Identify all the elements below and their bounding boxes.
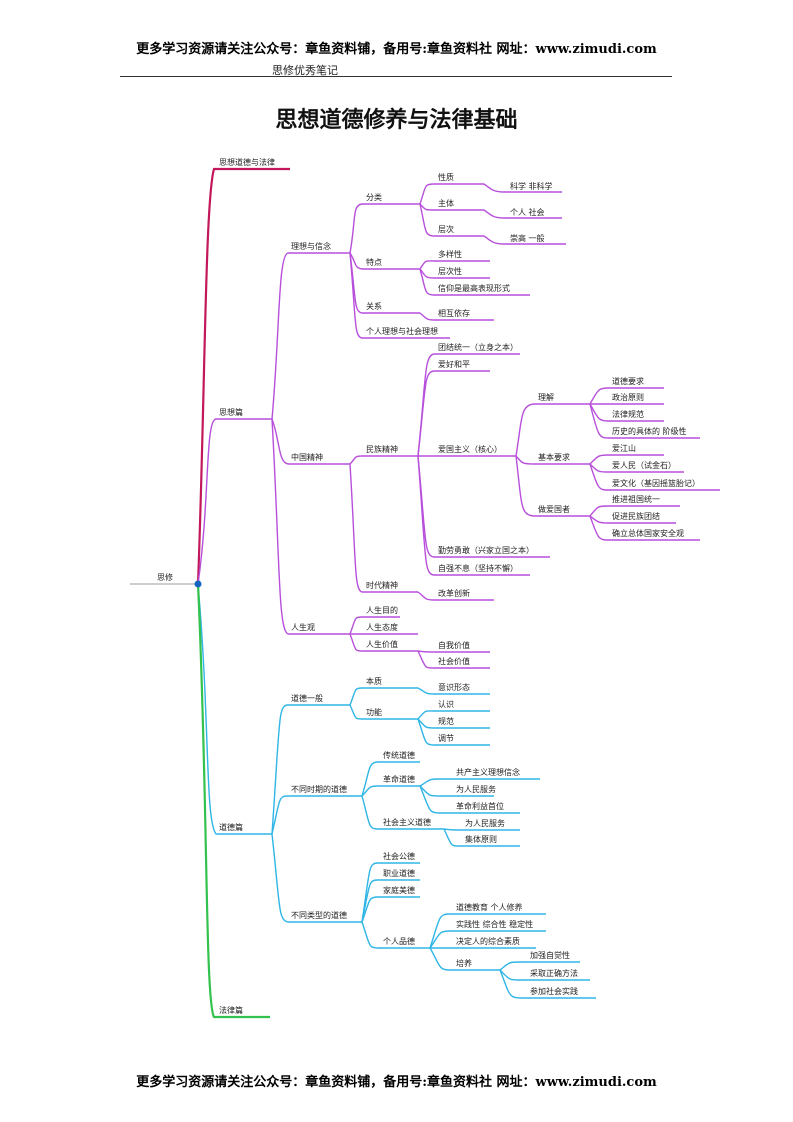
- node-science: 科学 非科学: [510, 181, 553, 191]
- node-level: 层次: [438, 224, 454, 234]
- node-love-country: 爱江山: [612, 443, 636, 453]
- node-historical: 历史的具体的 阶级性: [612, 426, 687, 436]
- node-national-spirit: 民族精神: [366, 444, 398, 454]
- document-title: 思想道德修养与法律基础: [275, 108, 518, 133]
- node-collectivism: 集体原则: [465, 834, 497, 844]
- page-footer: 更多学习资源请关注公众号：章鱼资料铺，备用号:章鱼资料社 网址：www.zimu…: [136, 1075, 657, 1090]
- node-social-practice: 参加社会实践: [530, 986, 578, 996]
- node-moral-req: 道德要求: [612, 376, 644, 386]
- node-self-aware: 加强自觉性: [530, 950, 570, 960]
- node-faith-highest: 信仰是最高表现形式: [438, 283, 510, 293]
- node-revolution-first: 革命利益首位: [456, 801, 504, 811]
- node-patriotism: 爱国主义（核心）: [438, 444, 502, 454]
- node-life-value: 人生价值: [366, 639, 398, 649]
- node-love-culture: 爱文化（基因摇篮胎记）: [612, 478, 700, 488]
- node-education: 道德教育 个人修养: [456, 902, 523, 912]
- node-traditional: 传统道德: [383, 750, 415, 760]
- node-spirit: 中国精神: [291, 452, 323, 462]
- node-unity: 团结统一（立身之本）: [438, 342, 518, 352]
- header-rule: [120, 76, 672, 77]
- node-be-patriot: 做爱国者: [538, 504, 570, 514]
- node-practical: 实践性 综合性 稳定性: [456, 919, 533, 929]
- node-function: 功能: [366, 707, 382, 717]
- node-self-value: 自我价值: [438, 640, 470, 650]
- node-root: 思修: [157, 572, 173, 582]
- node-ethnic-unity: 促进民族团结: [612, 511, 660, 521]
- root-dot: [194, 580, 202, 588]
- node-era-spirit: 时代精神: [366, 580, 398, 590]
- node-revolutionary: 革命道德: [383, 774, 415, 784]
- node-legal-norm: 法律规范: [612, 409, 644, 419]
- node-thought: 思想篇: [219, 407, 243, 417]
- node-law-morality: 思想道德与法律: [219, 157, 275, 167]
- node-communist-ideal: 共产主义理想信念: [456, 767, 520, 777]
- node-determine: 决定人的综合素质: [456, 936, 520, 946]
- node-family: 家庭美德: [383, 885, 415, 895]
- node-life-purpose: 人生目的: [366, 605, 398, 615]
- node-diversity: 多样性: [438, 249, 462, 259]
- node-morality: 道德篇: [219, 822, 243, 832]
- node-personal: 个人品德: [383, 936, 415, 946]
- node-relation: 关系: [366, 301, 382, 311]
- node-life-view: 人生观: [291, 622, 315, 632]
- node-life-attitude: 人生态度: [366, 622, 398, 632]
- node-features: 特点: [366, 257, 382, 267]
- node-security-view: 确立总体国家安全观: [612, 528, 684, 538]
- node-diligent: 勤劳勇敢（兴家立国之本）: [438, 545, 534, 555]
- node-basic-req: 基本要求: [538, 452, 570, 462]
- node-types: 不同类型的道德: [291, 910, 347, 920]
- node-nature: 性质: [438, 172, 454, 182]
- node-political-principle: 政治原则: [612, 392, 644, 402]
- node-personal-social: 个人理想与社会理想: [366, 326, 438, 336]
- node-serve-people-2: 为人民服务: [465, 818, 505, 828]
- header-subtitle: 思修优秀笔记: [272, 64, 338, 77]
- node-essence: 本质: [366, 676, 382, 686]
- node-moral-general: 道德一般: [291, 693, 323, 703]
- node-correct-method: 采取正确方法: [530, 968, 578, 978]
- node-social-value: 社会价值: [438, 656, 470, 666]
- node-adjust: 调节: [438, 734, 454, 743]
- node-periods: 不同时期的道德: [291, 784, 347, 794]
- node-ideology: 意识形态: [438, 682, 470, 692]
- node-lofty-common: 崇高 一般: [510, 233, 545, 243]
- node-reunification: 推进祖国统一: [612, 494, 660, 504]
- node-reform: 改革创新: [438, 588, 470, 598]
- node-law: 法律篇: [219, 1005, 243, 1015]
- node-cognition: 认识: [438, 699, 454, 709]
- node-regulate: 规范: [438, 716, 454, 726]
- node-love-people: 爱人民（试金石）: [612, 460, 676, 470]
- node-classify: 分类: [366, 192, 382, 202]
- node-self-improve: 自强不息（坚持不懈）: [438, 563, 518, 573]
- node-individual-society: 个人 社会: [510, 207, 545, 217]
- node-subject: 主体: [438, 198, 454, 208]
- node-ideal: 理想与信念: [291, 241, 331, 251]
- node-peace: 爱好和平: [438, 359, 470, 369]
- page-header: 更多学习资源请关注公众号：章鱼资料铺，备用号:章鱼资料社 网址：www.zimu…: [136, 42, 657, 57]
- node-public-morality: 社会公德: [383, 851, 415, 861]
- node-hierarchy: 层次性: [438, 266, 462, 276]
- node-socialist: 社会主义道德: [383, 817, 431, 827]
- node-interdependent: 相互依存: [438, 308, 470, 318]
- node-cultivate: 培养: [456, 958, 472, 968]
- node-professional: 职业道德: [383, 868, 415, 878]
- node-serve-people: 为人民服务: [456, 784, 496, 794]
- node-understand: 理解: [538, 392, 554, 402]
